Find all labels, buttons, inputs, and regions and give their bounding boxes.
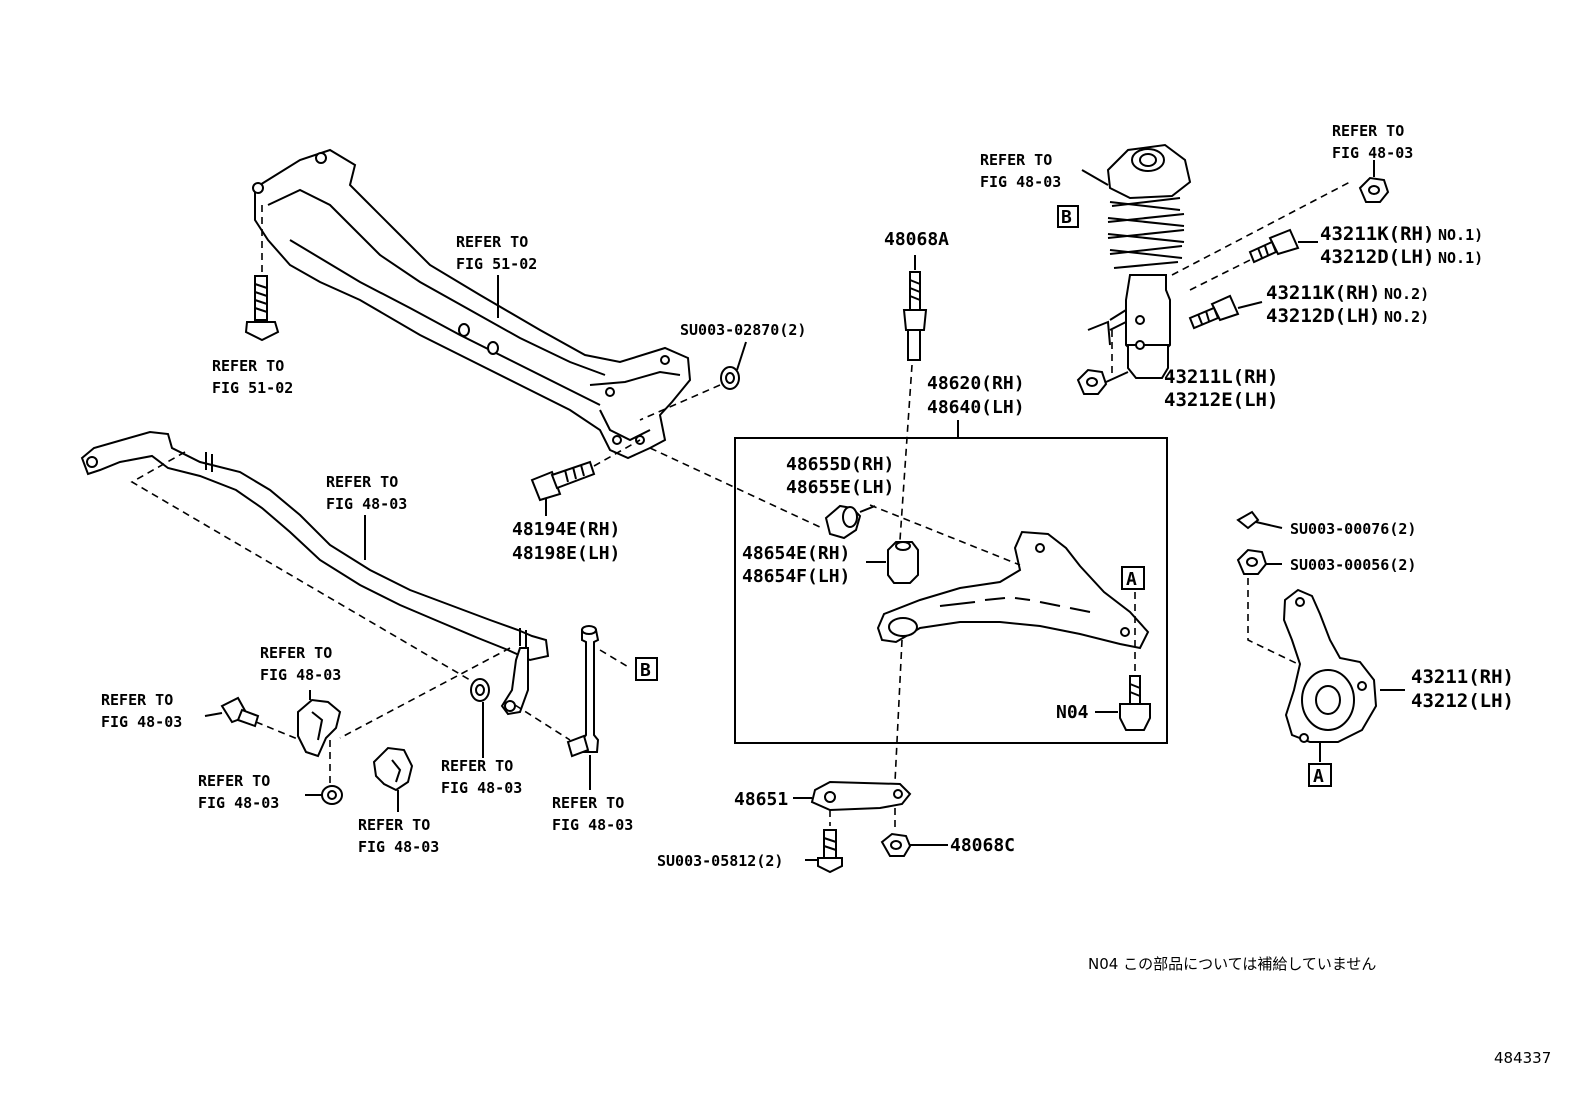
refer-text-stabilizer-2: FIG 48-03	[326, 495, 407, 513]
label-no2-lh: NO.2)	[1384, 308, 1429, 326]
stabilizer-bracket	[297, 690, 342, 785]
label-no2-rh: NO.2)	[1384, 285, 1429, 303]
ref-box-a-arm: A	[1121, 566, 1145, 590]
refer-text-bracket-bolt-1: REFER TO	[101, 691, 173, 709]
nut-48068c	[880, 832, 948, 857]
bushing-48654	[866, 541, 919, 584]
bracket-nut	[305, 785, 343, 805]
figure-number: 484337	[1494, 1049, 1551, 1067]
label-48654e: 48654E(RH)	[742, 543, 850, 564]
castle-nut-su003-00056	[1236, 548, 1282, 575]
label-48068a: 48068A	[884, 229, 949, 250]
ref-b-strut-text: B	[1061, 207, 1072, 228]
label-48194e: 48194E(RH)	[512, 519, 620, 540]
refer-text-strut-nut-2: FIG 48-03	[1332, 144, 1413, 162]
label-43212e: 43212E(LH)	[1164, 389, 1278, 411]
stabilizer-link-rod	[514, 625, 631, 790]
label-su003-02870: SU003-02870(2)	[680, 321, 806, 339]
ref-box-b-link: B	[635, 657, 658, 681]
refer-text-strut-nut-1: REFER TO	[1332, 122, 1404, 140]
bushing-48655	[649, 447, 876, 540]
label-48198e: 48198E(LH)	[512, 543, 620, 564]
label-43212d-no2: 43212D(LH)	[1266, 305, 1380, 327]
label-43212: 43212(LH)	[1411, 690, 1514, 712]
label-su003-00056: SU003-00056(2)	[1290, 556, 1416, 574]
label-48654f: 48654F(LH)	[742, 566, 850, 587]
ref-box-a-knuckle: A	[1308, 763, 1332, 787]
ball-joint-n04	[1095, 592, 1151, 731]
lower-arm-48620	[869, 504, 1150, 650]
ref-a-knuckle-text: A	[1313, 766, 1324, 787]
ref-b-link-text: B	[640, 660, 651, 681]
label-43212d-no1: 43212D(LH)	[1320, 246, 1434, 268]
bolt-48068a	[899, 255, 928, 541]
stabilizer-bushing	[372, 746, 414, 812]
refer-text-bushing-1: REFER TO	[358, 816, 430, 834]
nut-43211l	[1076, 368, 1129, 395]
label-no1-rh: NO.1)	[1438, 226, 1483, 244]
link-nut	[470, 678, 490, 758]
bracket-48651	[793, 639, 912, 832]
bolt-48194e	[530, 439, 641, 516]
label-48655e: 48655E(LH)	[786, 477, 894, 498]
refer-text-link-2: FIG 48-03	[552, 816, 633, 834]
refer-text-link-nut-2: FIG 48-03	[441, 779, 522, 797]
refer-text-crossmember-2: FIG 51-02	[456, 255, 537, 273]
refer-text-crossbolt-1: REFER TO	[212, 357, 284, 375]
ref-box-b-strut: B	[1057, 205, 1079, 228]
label-43211l: 43211L(RH)	[1164, 366, 1278, 388]
strut-assembly	[1081, 143, 1192, 379]
refer-text-bracket-nut-2: FIG 48-03	[198, 794, 279, 812]
label-48068c: 48068C	[950, 835, 1015, 856]
refer-text-bushing-2: FIG 48-03	[358, 838, 439, 856]
refer-text-bracket-2: FIG 48-03	[260, 666, 341, 684]
label-48651: 48651	[734, 789, 788, 810]
bolt-su003-05812	[805, 829, 843, 874]
label-43211k-no1: 43211K(RH)	[1320, 223, 1434, 245]
label-48620: 48620(RH)	[927, 373, 1025, 394]
bracket-bolt	[204, 696, 301, 741]
footnote-n04: N04 この部品については補給していません	[1088, 955, 1376, 973]
lower-arm-assy-box	[734, 437, 1168, 744]
refer-text-strut-2: FIG 48-03	[980, 173, 1061, 191]
cotter-pin-su003-00076	[1236, 510, 1283, 530]
strut-nut	[1358, 160, 1390, 203]
nut-su003-02870	[639, 341, 747, 421]
stabilizer-bar	[80, 430, 550, 662]
label-n04: N04	[1056, 702, 1089, 723]
label-48640: 48640(LH)	[927, 397, 1025, 418]
suspension-crossmember	[252, 148, 692, 460]
refer-text-bracket-nut-1: REFER TO	[198, 772, 270, 790]
label-43211k-no2: 43211K(RH)	[1266, 282, 1380, 304]
label-no1-lh: NO.1)	[1438, 249, 1483, 267]
label-43211: 43211(RH)	[1411, 666, 1514, 688]
refer-text-strut-1: REFER TO	[980, 151, 1052, 169]
crossmember-bolt-left	[244, 205, 280, 342]
refer-text-link-1: REFER TO	[552, 794, 624, 812]
bolt-43211k-no2	[1188, 294, 1263, 330]
ref-a-arm-text: A	[1126, 569, 1137, 590]
label-su003-05812: SU003-05812(2)	[657, 852, 783, 870]
label-48655d: 48655D(RH)	[786, 454, 894, 475]
refer-text-crossbolt-2: FIG 51-02	[212, 379, 293, 397]
steering-knuckle	[1282, 588, 1405, 762]
stabilizer-link-end	[500, 647, 529, 716]
label-su003-00076: SU003-00076(2)	[1290, 520, 1416, 538]
refer-text-stabilizer-1: REFER TO	[326, 473, 398, 491]
refer-text-crossmember-1: REFER TO	[456, 233, 528, 251]
refer-text-link-nut-1: REFER TO	[441, 757, 513, 775]
refer-text-bracket-1: REFER TO	[260, 644, 332, 662]
bolt-43211k-no1	[1189, 228, 1318, 291]
refer-text-bracket-bolt-2: FIG 48-03	[101, 713, 182, 731]
